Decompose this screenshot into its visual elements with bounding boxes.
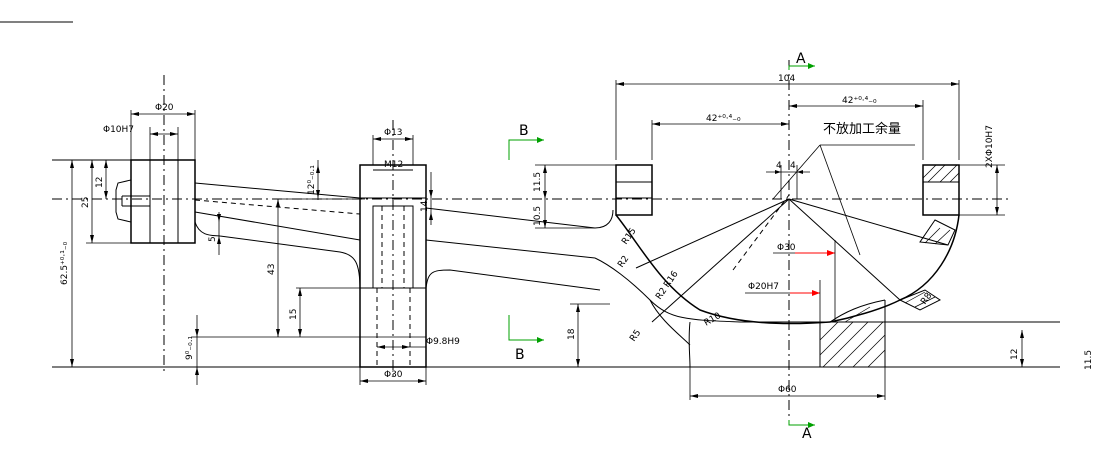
svg-text:4: 4 [790,161,796,171]
dim-12-right: 12 11.5 [1010,330,1093,370]
svg-text:12: 12 [1010,349,1020,360]
dim-phi30-right: Φ30 [773,240,836,322]
hatching-ring [898,219,956,311]
section-a-bottom: A [788,420,815,442]
svg-text:M12: M12 [384,160,403,170]
dim-phi20: Φ20 [130,103,196,160]
svg-text:Φ13: Φ13 [384,128,403,138]
svg-text:42⁺⁰·⁴₋₀: 42⁺⁰·⁴₋₀ [842,96,877,106]
svg-text:Φ60: Φ60 [778,385,797,395]
section-b-top: B [508,123,544,160]
svg-text:Φ9.8H9: Φ9.8H9 [426,337,460,347]
svg-text:Φ20: Φ20 [155,103,174,113]
dim-9: 9⁰₋₀.₁ [185,315,199,385]
svg-text:Φ30: Φ30 [777,243,796,253]
dim-42-right: 42⁺⁰·⁴₋₀ [789,96,924,160]
svg-text:R15: R15 [620,226,638,246]
dim-phi30-mid: Φ30 [359,367,427,385]
right-body [594,60,1060,425]
section-a-top: A [788,51,815,70]
note-no-allowance: 不放加工余量 [772,121,915,256]
dim-18: 18 [567,303,610,367]
svg-text:B: B [519,123,529,139]
svg-text:10.5: 10.5 [533,206,543,226]
dim-4-4: 4 4 [766,161,810,199]
right-arm [425,207,614,291]
dim-104: 104 [615,74,960,160]
svg-text:11.5: 11.5 [1084,350,1093,370]
svg-text:43: 43 [267,264,277,275]
hatching-bottom [819,306,886,368]
svg-text:25: 25 [81,197,91,208]
hatched-boss [922,164,960,183]
svg-text:12⁰₋₀.₁: 12⁰₋₀.₁ [307,165,317,195]
hatching-top-right [922,164,960,183]
svg-text:15: 15 [289,309,299,320]
svg-text:2XΦ10H7: 2XΦ10H7 [985,125,995,168]
dim-14: 14 [420,172,433,225]
dim-phi60: Φ60 [689,367,886,400]
dim-43: 43 [267,198,365,337]
dim-12-mid: 12⁰₋₀.₁ [307,160,320,200]
dim-phi13: Φ13 [372,128,414,165]
section-b-bottom: B [508,315,544,363]
dim-phi10h7: Φ10H7 [103,125,179,160]
svg-text:5: 5 [208,236,218,242]
svg-text:Φ30: Φ30 [384,370,403,380]
svg-text:Φ10H7: Φ10H7 [103,125,134,135]
dim-15: 15 [289,287,360,337]
svg-text:R2: R2 [616,254,631,270]
svg-text:R10: R10 [703,311,724,329]
svg-text:R16: R16 [662,269,681,289]
dim-left-verticals: 62.5⁺⁰·¹₋₀ 25 12 [60,160,131,367]
dim-5: 5 [208,212,221,255]
dim-42-left: 42⁺⁰·⁴₋₀ [651,114,789,160]
svg-text:18: 18 [567,328,577,340]
left-arm [194,160,361,291]
svg-text:A: A [796,51,806,67]
dim-phi9-8h9: Φ9.8H9 [377,337,460,349]
left-boss [115,75,196,372]
svg-text:11.5: 11.5 [533,172,543,192]
dim-11-5-top: 11.5 10.5 [533,164,616,229]
dim-phi20h7: Φ20H7 [745,280,821,322]
svg-text:B: B [515,347,525,363]
svg-text:R5: R5 [628,328,643,344]
svg-text:A: A [802,426,812,442]
svg-text:14: 14 [420,200,430,212]
svg-text:12: 12 [95,177,105,188]
middle-boss [359,120,427,380]
svg-text:62.5⁺⁰·¹₋₀: 62.5⁺⁰·¹₋₀ [60,241,70,285]
svg-text:Φ20H7: Φ20H7 [748,282,779,292]
dim-2x-phi10h7: 2XΦ10H7 [959,125,1005,216]
svg-text:4: 4 [776,161,782,171]
svg-text:不放加工余量: 不放加工余量 [823,121,901,137]
dim-m12: M12 [375,160,411,171]
svg-text:104: 104 [778,74,795,84]
svg-text:42⁺⁰·⁴₋₀: 42⁺⁰·⁴₋₀ [706,114,741,124]
svg-text:9⁰₋₀.₁: 9⁰₋₀.₁ [185,335,195,360]
